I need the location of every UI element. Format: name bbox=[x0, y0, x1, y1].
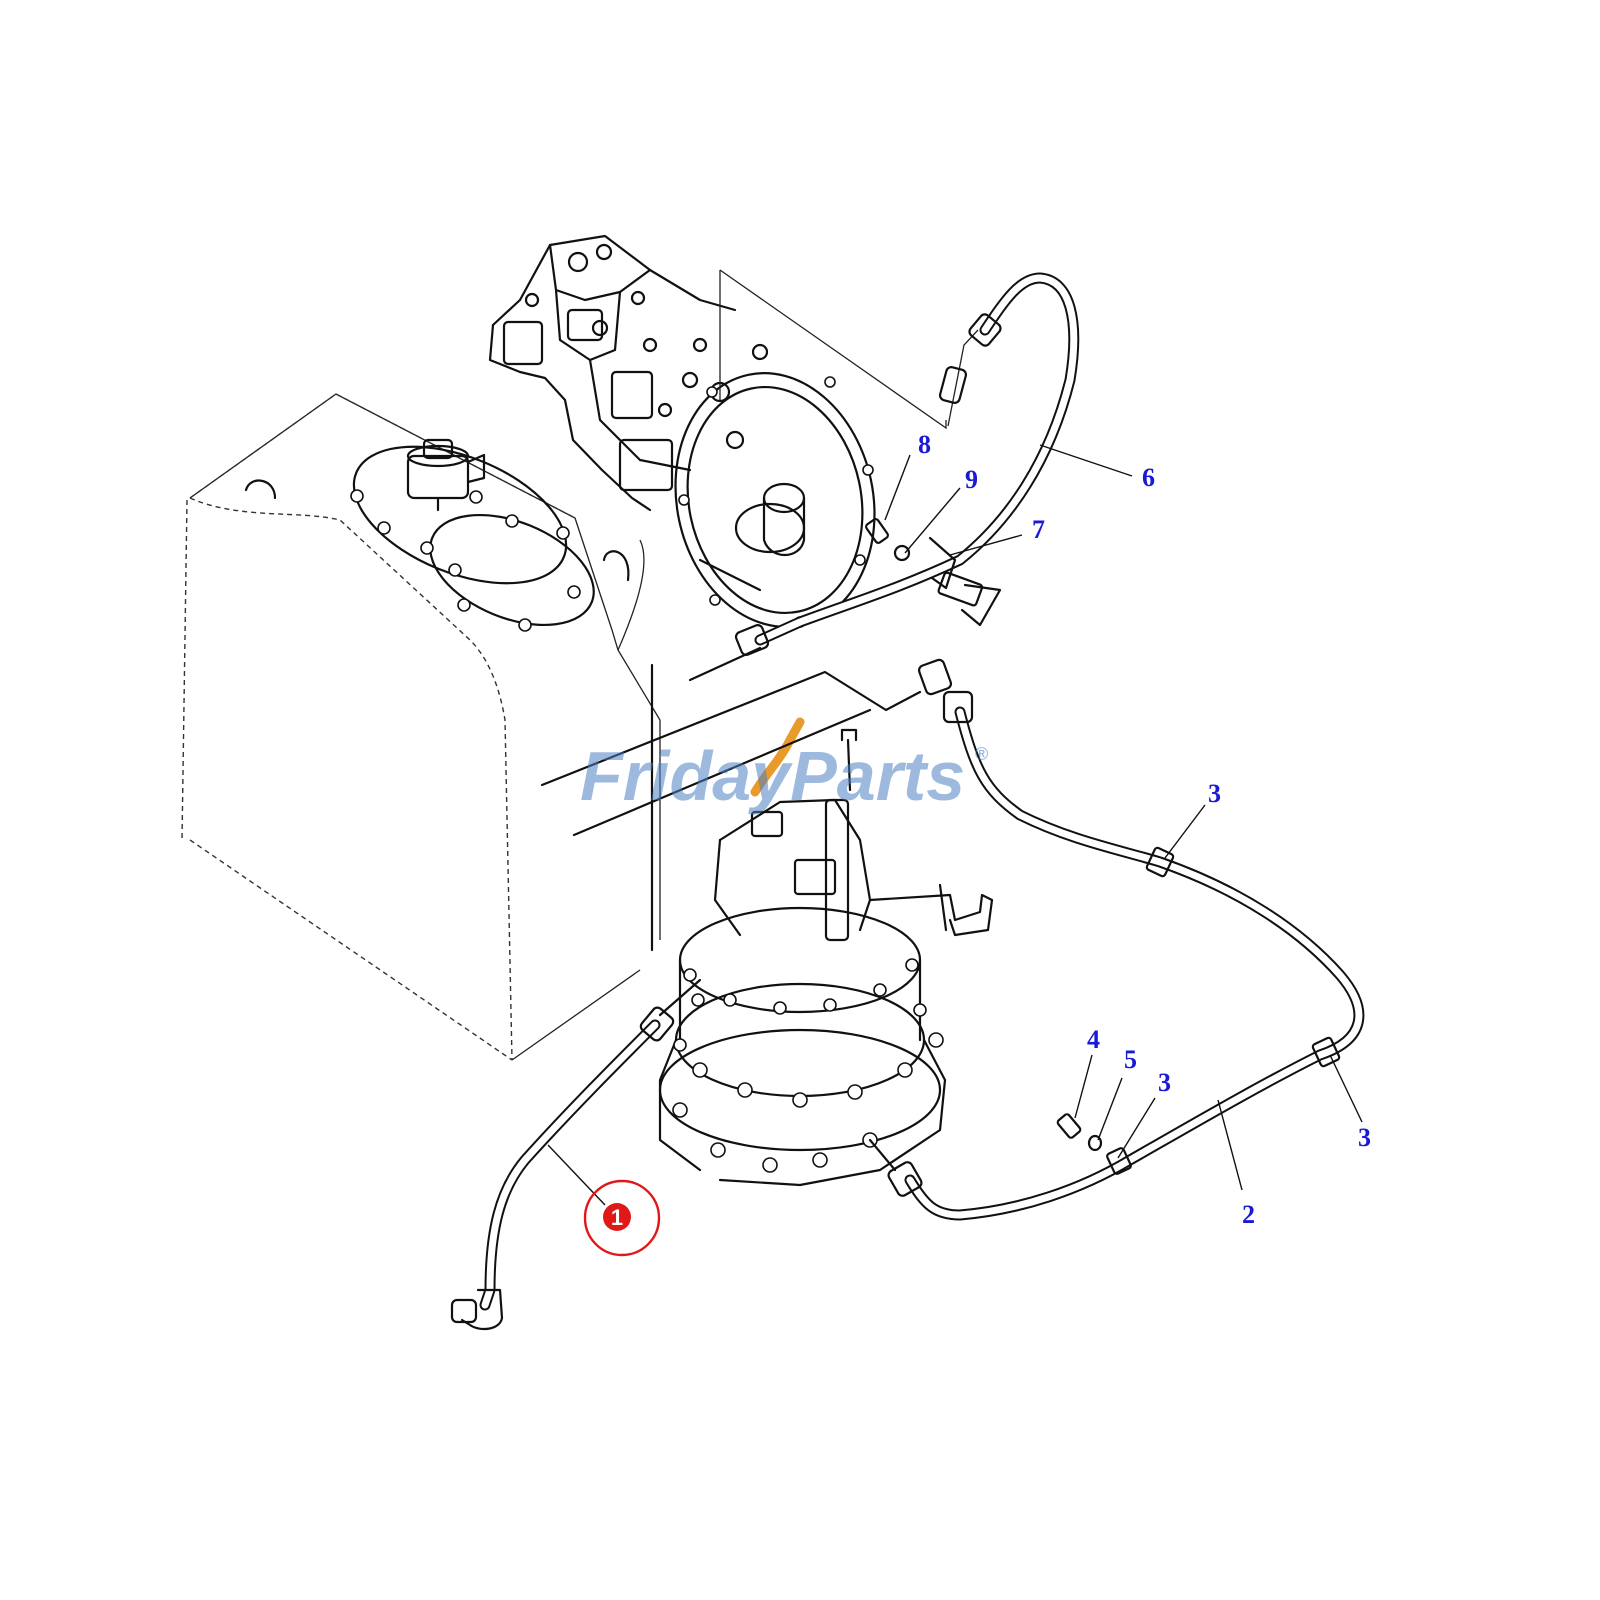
callout-4: 4 bbox=[1087, 1025, 1100, 1054]
callout-9: 9 bbox=[965, 465, 978, 494]
main-pump bbox=[488, 234, 979, 628]
hydraulic-tank bbox=[181, 393, 661, 1061]
hose-6 bbox=[734, 272, 1080, 656]
highlight-dot bbox=[603, 1203, 631, 1231]
watermark-registered-mark: ® bbox=[975, 744, 988, 764]
callout-1: 1 bbox=[611, 1205, 623, 1230]
callout-6: 6 bbox=[1142, 463, 1155, 492]
callout-3-middle: 3 bbox=[1158, 1068, 1171, 1097]
callout-7: 7 bbox=[1032, 515, 1045, 544]
highlight-ring bbox=[583, 1179, 661, 1257]
callout-2: 2 bbox=[1242, 1200, 1255, 1229]
hose-2 bbox=[868, 658, 1365, 1221]
swing-motor bbox=[658, 717, 994, 1187]
highlight-callout-1[interactable]: 1 bbox=[583, 1179, 661, 1257]
callout-8: 8 bbox=[918, 430, 931, 459]
callout-3-right: 3 bbox=[1358, 1123, 1371, 1152]
callout-5: 5 bbox=[1124, 1045, 1137, 1074]
hose-1 bbox=[450, 978, 702, 1331]
callout-3-upper: 3 bbox=[1208, 779, 1221, 808]
watermark-text: FridayParts bbox=[580, 737, 965, 815]
leader-lines bbox=[547, 444, 1363, 1206]
watermark: FridayParts ® bbox=[580, 737, 988, 815]
callout-labels: 6 7 8 9 3 4 5 3 3 2 bbox=[918, 430, 1371, 1229]
